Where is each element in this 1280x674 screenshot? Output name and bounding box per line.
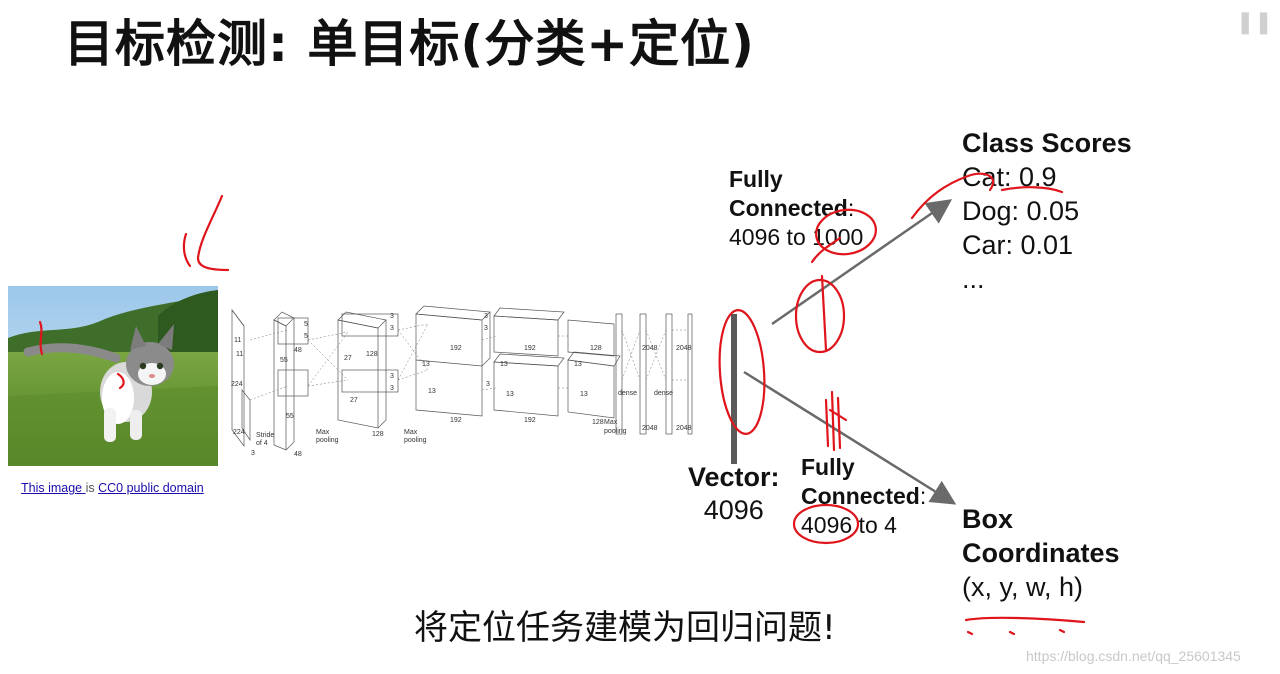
- layer-blocks: [231, 305, 693, 451]
- tick-label: 11: [234, 337, 241, 344]
- tick-label: 192: [524, 345, 536, 352]
- tick-label: 13: [422, 361, 430, 368]
- class-score-row: Dog: 0.05: [962, 196, 1080, 226]
- tick-label: 224: [231, 381, 243, 388]
- tick-label: 27: [344, 355, 352, 362]
- tick-label: pooling: [604, 428, 627, 435]
- tick-label: 48: [294, 451, 302, 458]
- tick-label: Max: [404, 429, 418, 436]
- red-pen-check: [196, 194, 230, 272]
- fc1-dims: 4096 to 1000: [729, 224, 864, 250]
- tick-label: 55: [280, 357, 288, 364]
- box-heading: Box: [962, 504, 1014, 534]
- tick-label: 128: [590, 345, 602, 352]
- fc1-heading-2: Connected: [729, 195, 848, 221]
- tick-label: 13: [506, 391, 514, 398]
- tick-label: 2048: [642, 425, 658, 432]
- connection-lines: [249, 323, 688, 401]
- fully-connected-class-label: Fully Connected: 4096 to 1000: [729, 165, 863, 252]
- fully-connected-box-label: Fully Connected: 4096 to 4: [801, 453, 926, 540]
- tick-label: Max: [316, 429, 330, 436]
- tick-label: 55: [286, 413, 294, 420]
- tick-label: 128: [372, 431, 384, 438]
- red-circle-vector: [718, 309, 766, 435]
- coordinates-heading: Coordinates: [962, 538, 1120, 568]
- fc2-heading-2: Connected: [801, 483, 920, 509]
- tick-label: 13: [574, 361, 582, 368]
- fc2-colon: :: [919, 483, 927, 509]
- fc1-heading: Fully: [729, 166, 783, 192]
- credit-connector: is: [85, 481, 99, 495]
- tick-label: pooling: [404, 437, 427, 444]
- tick-label: 3: [484, 325, 488, 332]
- cat-photo: [8, 286, 218, 466]
- class-scores-block: Class Scores Cat: 0.9 Dog: 0.05 Car: 0.0…: [962, 126, 1132, 296]
- tick-label: 3: [390, 373, 394, 380]
- tick-label: 192: [450, 417, 462, 424]
- feature-vector-bar: [731, 314, 737, 464]
- red-circle-fc: [794, 278, 846, 354]
- tick-label: Stride: [256, 432, 274, 439]
- tick-label: 13: [580, 391, 588, 398]
- tick-label: Max: [604, 419, 618, 426]
- tick-label: 192: [450, 345, 462, 352]
- tick-label: 2048: [676, 425, 692, 432]
- box-coords-value: (x, y, w, h): [962, 572, 1084, 602]
- class-score-row: Car: 0.01: [962, 230, 1074, 260]
- vector-heading: Vector:: [688, 462, 780, 492]
- tick-label: 27: [350, 397, 358, 404]
- tick-label: 224: [233, 429, 245, 436]
- red-pen-mark: [182, 232, 192, 268]
- class-scores-heading: Class Scores: [962, 128, 1132, 158]
- license-link[interactable]: CC0 public domain: [98, 481, 204, 495]
- red-pen-dots: [966, 628, 1066, 636]
- watermark: https://blog.csdn.net/qq_25601345: [1026, 648, 1241, 664]
- feature-vector-label: Vector: 4096: [688, 461, 780, 527]
- tick-label: 3: [390, 325, 394, 332]
- tick-label: 192: [524, 417, 536, 424]
- box-coordinates-block: Box Coordinates (x, y, w, h): [962, 502, 1120, 604]
- tick-label: 2048: [676, 345, 692, 352]
- tick-label: pooling: [316, 437, 339, 444]
- red-pen-scribble: [824, 390, 848, 452]
- tick-label: 3: [251, 450, 255, 457]
- tick-label: 13: [500, 361, 508, 368]
- tick-label: 128: [592, 419, 604, 426]
- tick-label: 13: [428, 388, 436, 395]
- red-pen-underline-box: [964, 616, 1086, 624]
- tick-label: 3: [484, 313, 488, 320]
- tick-label: 5: [304, 321, 308, 328]
- image-credit: This image is CC0 public domain: [21, 481, 204, 495]
- tick-label: 5: [304, 333, 308, 340]
- tick-label: 128: [366, 351, 378, 358]
- cnn-architecture-diagram: 11 11 224 224 3 Stride of 4 5 5 55 55 48…: [231, 305, 693, 458]
- tick-label: 3: [390, 313, 394, 320]
- image-link[interactable]: This image: [21, 481, 86, 495]
- tick-label: dense: [654, 390, 673, 397]
- class-score-row: ...: [962, 264, 985, 294]
- pause-icon[interactable]: ❚❚: [1236, 10, 1273, 35]
- layer-tick-labels: 11 11 224 224 3 Stride of 4 5 5 55 55 48…: [231, 313, 692, 458]
- tick-label: of 4: [256, 440, 268, 447]
- tick-label: 2048: [642, 345, 658, 352]
- class-score-row: Cat: 0.9: [962, 162, 1057, 192]
- red-pen-line: [820, 274, 828, 352]
- tick-label: 3: [390, 385, 394, 392]
- tick-label: 11: [236, 351, 243, 358]
- tick-label: 48: [294, 347, 302, 354]
- slide-title: 目标检测: 单目标(分类+定位): [64, 15, 755, 73]
- fc1-colon: :: [847, 195, 855, 221]
- slide-caption: 将定位任务建模为回归问题!: [414, 608, 836, 648]
- vector-size: 4096: [703, 495, 764, 525]
- fc2-heading: Fully: [801, 454, 855, 480]
- tick-label: 3: [486, 381, 490, 388]
- tick-label: dense: [618, 390, 637, 397]
- fc2-dims: 4096 to 4: [801, 512, 897, 538]
